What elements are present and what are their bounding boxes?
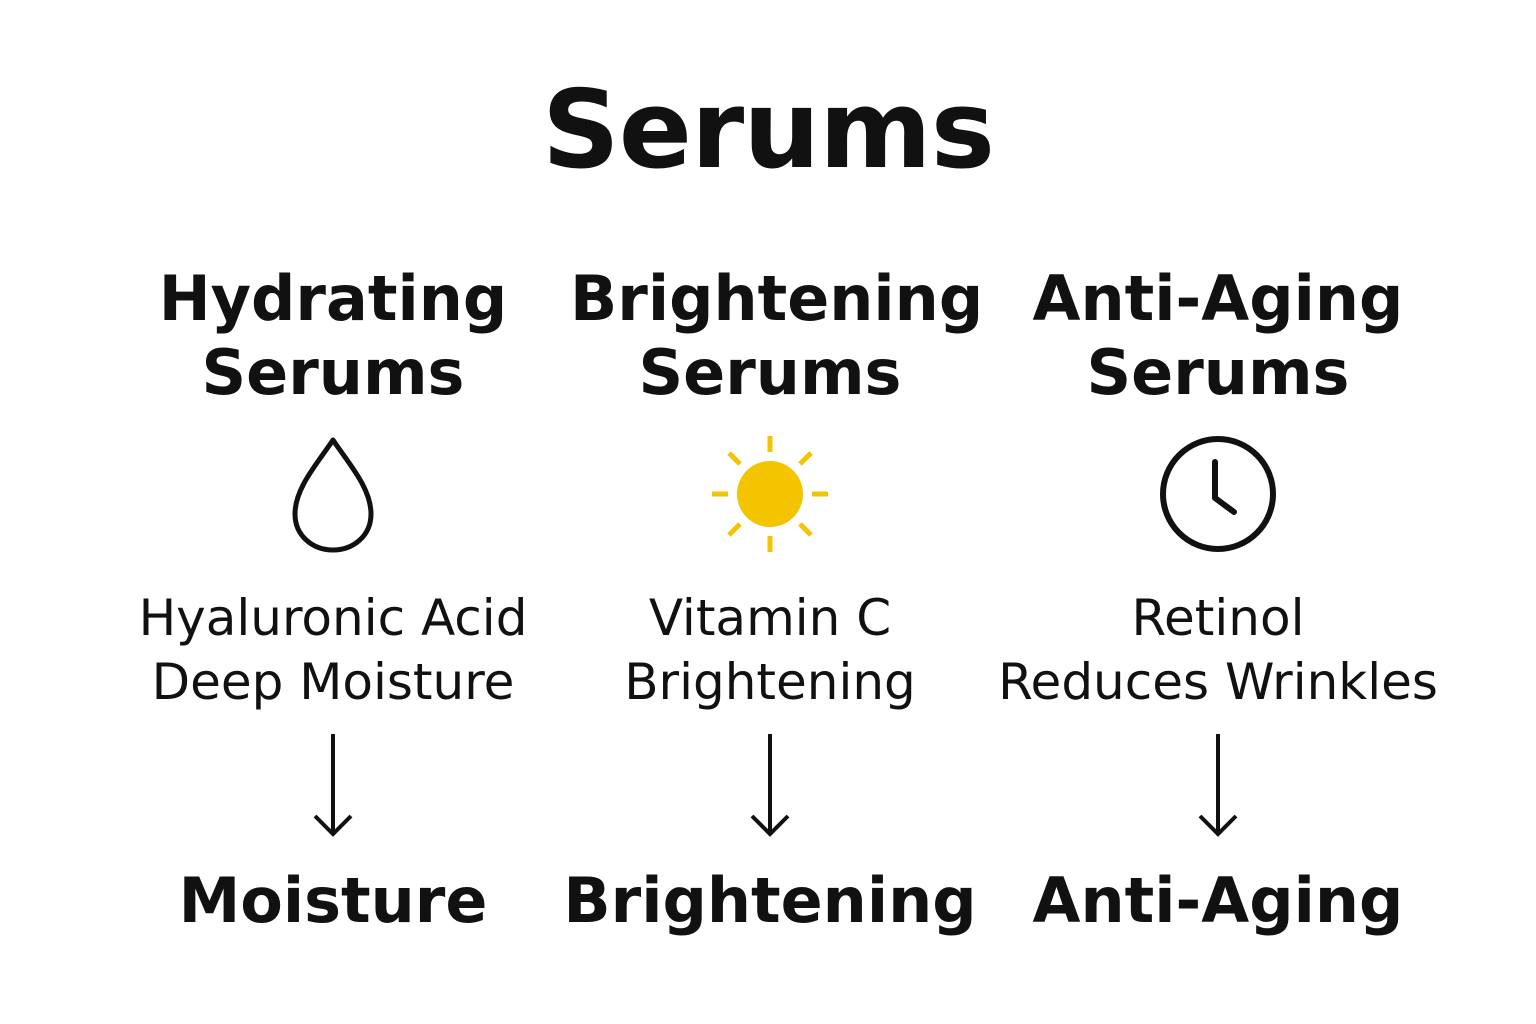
column-result: Brightening: [563, 864, 977, 937]
heading-line-1: Anti-Aging: [1032, 262, 1404, 335]
page-title: Serums: [542, 68, 995, 193]
heading-line-1: Hydrating: [158, 262, 508, 335]
heading-line-1: Brightening: [570, 262, 984, 335]
description-line-1: Hyaluronic Acid: [138, 589, 528, 647]
heading-line-2: Serums: [201, 336, 465, 409]
description-line-2: Reduces Wrinkles: [998, 653, 1438, 711]
arrow-down-icon: [1188, 732, 1248, 840]
column-description: Vitamin C Brightening: [540, 586, 1000, 714]
column-description: Retinol Reduces Wrinkles: [988, 586, 1448, 714]
arrow-down-icon: [303, 732, 363, 840]
column-result: Anti-Aging: [1032, 864, 1404, 937]
clock-icon: [1158, 432, 1278, 556]
arrow-down-icon: [740, 732, 800, 840]
column-hydrating: Hydrating Serums Hyaluronic Acid Deep Mo…: [133, 0, 533, 1024]
description-line-1: Retinol: [1131, 589, 1305, 647]
water-drop-icon: [273, 432, 393, 556]
column-anti-aging: Anti-Aging Serums Retinol Reduces Wrinkl…: [998, 0, 1438, 1024]
column-description: Hyaluronic Acid Deep Moisture: [103, 586, 563, 714]
description-line-2: Deep Moisture: [151, 653, 515, 711]
column-heading: Anti-Aging Serums: [1018, 262, 1418, 410]
column-result: Moisture: [178, 864, 488, 937]
column-heading: Hydrating Serums: [133, 262, 533, 410]
sun-icon: [710, 432, 830, 556]
column-heading: Brightening Serums: [570, 262, 984, 410]
heading-line-2: Serums: [638, 336, 902, 409]
description-line-2: Brightening: [624, 653, 916, 711]
description-line-1: Vitamin C: [648, 589, 892, 647]
column-brightening: Brightening Serums Vitamin C Brightening: [563, 0, 984, 1024]
heading-line-2: Serums: [1086, 336, 1350, 409]
